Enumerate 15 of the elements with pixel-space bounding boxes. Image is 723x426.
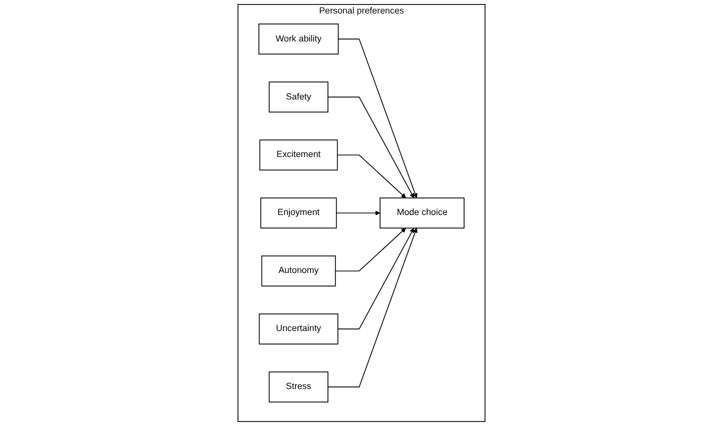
node-box: Safety: [268, 82, 328, 112]
node-box: Mode choice: [380, 198, 465, 228]
node-box: Work ability: [258, 24, 339, 54]
arrow: [334, 228, 406, 272]
arrow: [328, 96, 414, 198]
node-box: Autonomy: [261, 256, 336, 286]
node-box: Excitement: [259, 140, 338, 170]
node-box: Uncertainty: [258, 314, 338, 344]
arrow: [336, 210, 380, 216]
node-box: Stress: [268, 372, 328, 402]
arrow: [336, 154, 406, 198]
arrow: [337, 228, 414, 330]
arrow: [328, 228, 418, 388]
node-box: Enjoyment: [260, 198, 337, 228]
arrow: [338, 38, 418, 198]
